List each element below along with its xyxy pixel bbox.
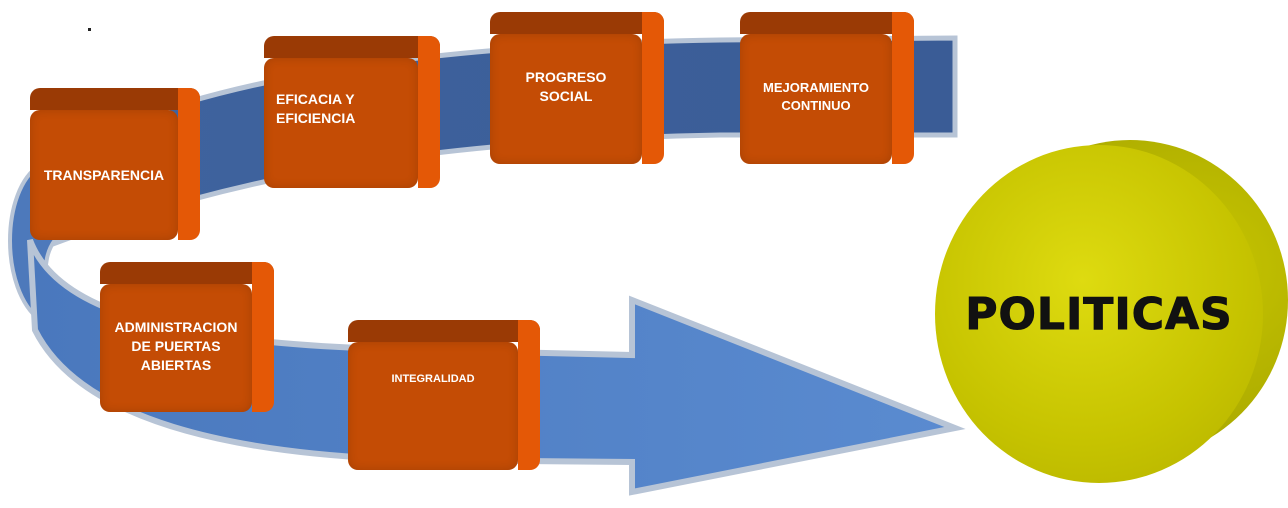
step-label: INTEGRALIDAD [391,373,475,385]
step-label: PROGRESO SOCIAL [525,69,607,104]
step-transparencia: TRANSPARENCIA [30,88,200,240]
step-mejoramiento: MEJORAMIENTO CONTINUO [740,12,914,164]
step-label: EFICACIA Y EFICIENCIA [276,91,356,126]
step-label: ADMINISTRACION DE PUERTAS ABIERTAS [114,319,238,373]
step-eficacia: EFICACIA Y EFICIENCIA [264,36,440,188]
step-integralidad: INTEGRALIDAD [348,320,540,470]
step-label: MEJORAMIENTO CONTINUO [763,80,869,113]
step-progreso: PROGRESO SOCIAL [490,12,664,164]
target-cylinder: POLITICAS [935,145,1263,483]
step-administracion: ADMINISTRACION DE PUERTAS ABIERTAS [100,262,274,412]
step-label: TRANSPARENCIA [43,166,165,183]
stray-dot [88,28,91,31]
target-label: POLITICAS [965,288,1233,340]
